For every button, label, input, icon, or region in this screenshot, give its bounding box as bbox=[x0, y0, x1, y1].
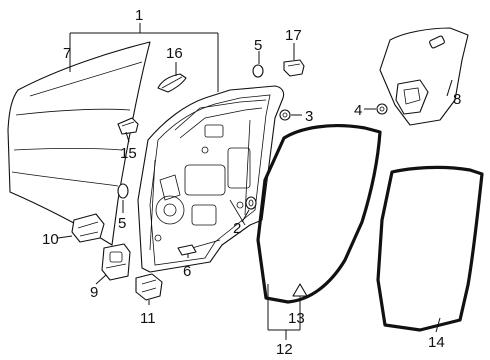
callout-13: 13 bbox=[288, 310, 305, 327]
callout-2: 2 bbox=[233, 220, 241, 237]
door-bumper bbox=[245, 196, 257, 210]
leader-lines bbox=[57, 23, 453, 340]
door-outer-panel bbox=[7, 41, 151, 246]
seal-pad bbox=[177, 244, 197, 256]
callout-17: 17 bbox=[285, 27, 302, 44]
callout-5-lower: 5 bbox=[118, 215, 126, 232]
service-hole-cover bbox=[379, 27, 469, 126]
callout-16: 16 bbox=[166, 45, 183, 62]
callout-9: 9 bbox=[90, 284, 98, 301]
callout-14: 14 bbox=[428, 334, 445, 351]
callout-15: 15 bbox=[120, 145, 137, 162]
lock-actuator bbox=[135, 273, 163, 301]
callout-11: 11 bbox=[140, 310, 156, 327]
door-weatherstrip bbox=[256, 124, 382, 304]
clip-nut bbox=[376, 103, 388, 115]
callout-3: 3 bbox=[305, 108, 313, 125]
callout-4: 4 bbox=[354, 102, 362, 119]
lock-bracket bbox=[101, 243, 131, 281]
plug-upper bbox=[252, 64, 264, 78]
lock-cap bbox=[283, 59, 305, 77]
body-weatherstrip bbox=[376, 165, 484, 332]
hinge-bracket bbox=[117, 117, 139, 135]
callout-10: 10 bbox=[42, 231, 59, 248]
handle-bracket bbox=[157, 73, 187, 93]
callout-8: 8 bbox=[453, 91, 461, 108]
plug-lower bbox=[117, 183, 129, 199]
callout-12: 12 bbox=[276, 341, 293, 358]
rear-door-assembly bbox=[137, 85, 285, 273]
callout-1: 1 bbox=[135, 7, 143, 24]
callout-5-upper: 5 bbox=[254, 37, 262, 54]
grommet bbox=[279, 109, 291, 121]
callout-6: 6 bbox=[183, 263, 191, 280]
callout-7: 7 bbox=[63, 45, 71, 62]
door-check bbox=[71, 213, 105, 243]
